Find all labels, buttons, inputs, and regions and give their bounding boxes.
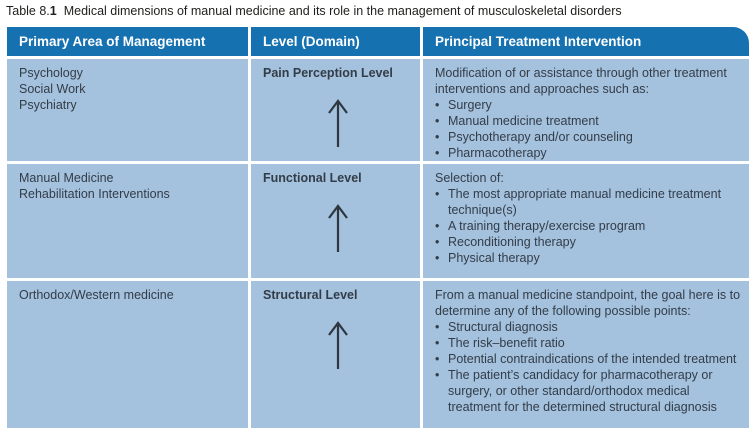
area-line: Psychology: [19, 66, 83, 80]
intervention-bullet-list: Surgery Manual medicine treatment Psycho…: [435, 97, 741, 161]
table-row-1-primary-area: Psychology Social Work Psychiatry: [7, 59, 248, 161]
column-header-principal-treatment: Principal Treatment Intervention: [423, 27, 749, 56]
level-label: Functional Level: [263, 171, 362, 185]
area-line: Orthodox/Western medicine: [19, 288, 174, 302]
bullet-item: Physical therapy: [435, 250, 741, 266]
medical-dimensions-table: Primary Area of Management Level (Domain…: [7, 27, 749, 428]
column-header-level-domain: Level (Domain): [251, 27, 420, 56]
intervention-intro: Modification of or assistance through ot…: [435, 66, 727, 96]
table-caption-number: 1: [49, 4, 57, 18]
table-caption: Table 8.1 Medical dimensions of manual me…: [6, 4, 622, 18]
column-header-primary-area: Primary Area of Management: [7, 27, 248, 56]
table-row-1-level: Pain Perception Level: [251, 59, 420, 161]
table-row-3-level: Structural Level: [251, 281, 420, 428]
up-arrow-icon: [263, 203, 412, 253]
level-label: Structural Level: [263, 288, 358, 302]
intervention-intro: Selection of:: [435, 171, 504, 185]
table-row-1-intervention: Modification of or assistance through ot…: [423, 59, 749, 161]
intervention-intro: From a manual medicine standpoint, the g…: [435, 288, 741, 318]
area-line: Psychiatry: [19, 98, 77, 112]
bullet-item: Potential contraindications of the inten…: [435, 351, 741, 367]
up-arrow-icon: [263, 320, 412, 370]
bullet-item: Manual medicine treatment: [435, 113, 741, 129]
bullet-item: Surgery: [435, 97, 741, 113]
intervention-bullet-list: The most appropriate manual medicine tre…: [435, 186, 741, 266]
up-arrow-icon: [263, 98, 412, 148]
bullet-item: The most appropriate manual medicine tre…: [435, 186, 741, 218]
bullet-item: Psychotherapy and/or counseling: [435, 129, 741, 145]
bullet-item: The risk–benefit ratio: [435, 335, 741, 351]
level-label: Pain Perception Level: [263, 66, 393, 80]
area-line: Manual Medicine: [19, 171, 114, 185]
area-line: Rehabilitation Interventions: [19, 187, 170, 201]
table-row-2-primary-area: Manual Medicine Rehabilitation Intervent…: [7, 164, 248, 278]
bullet-item: Structural diagnosis: [435, 319, 741, 335]
table-caption-text: Medical dimensions of manual medicine an…: [63, 4, 622, 18]
intervention-bullet-list: Structural diagnosis The risk–benefit ra…: [435, 319, 741, 415]
table-row-3-intervention: From a manual medicine standpoint, the g…: [423, 281, 749, 428]
table-caption-label: Table 8.: [6, 4, 50, 18]
table-row-2-intervention: Selection of: The most appropriate manua…: [423, 164, 749, 278]
bullet-item: A training therapy/exercise program: [435, 218, 741, 234]
area-line: Social Work: [19, 82, 86, 96]
bullet-item: Reconditioning therapy: [435, 234, 741, 250]
table-row-2-level: Functional Level: [251, 164, 420, 278]
bullet-item: The patient’s candidacy for pharmacother…: [435, 367, 741, 415]
bullet-item: Pharmacotherapy: [435, 145, 741, 161]
table-row-3-primary-area: Orthodox/Western medicine: [7, 281, 248, 428]
